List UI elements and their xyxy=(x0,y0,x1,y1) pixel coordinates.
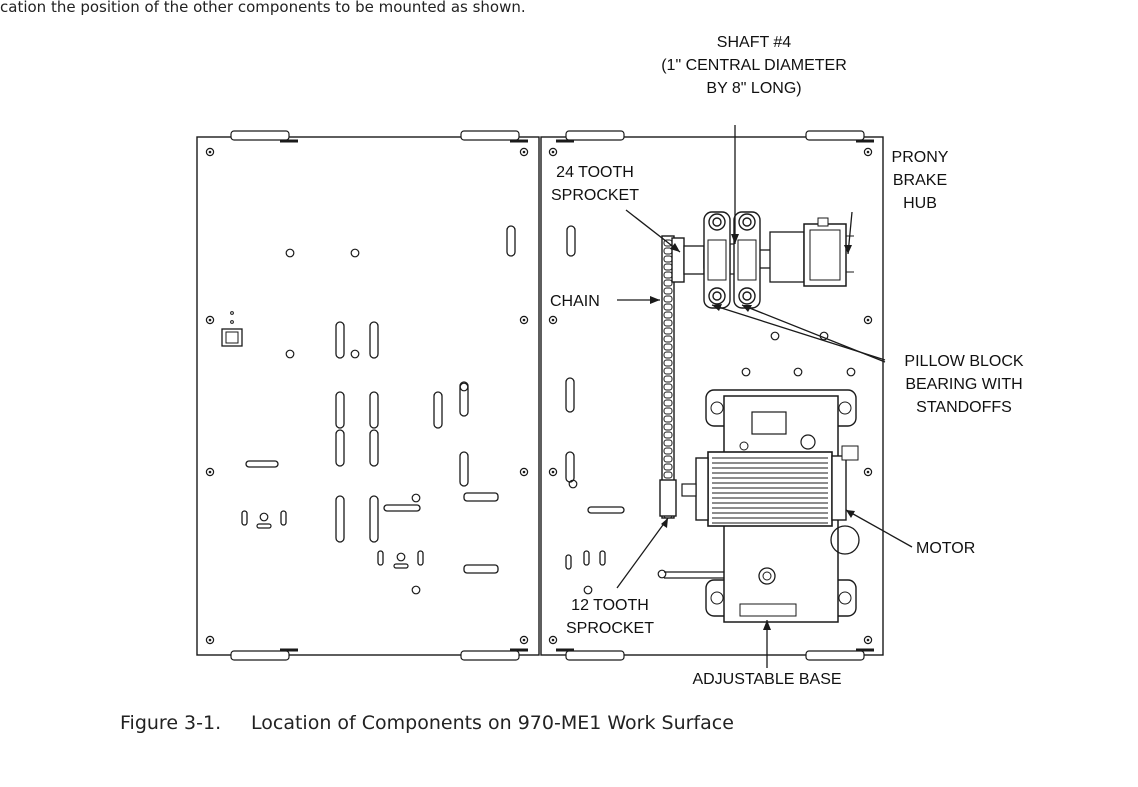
panel-clips xyxy=(230,130,865,661)
sprocket24-label-line2: SPROCKET xyxy=(551,187,639,204)
shaft-label-line1: SHAFT #4 xyxy=(717,34,792,51)
sprocket24-label-line1: 24 TOOTH xyxy=(556,164,634,181)
callout-labels: SHAFT #4 (1" CENTRAL DIAMETER BY 8" LONG… xyxy=(550,34,1024,688)
left-bracket xyxy=(221,311,243,347)
motor xyxy=(681,434,860,555)
surface-slots xyxy=(241,225,625,574)
right-panel xyxy=(540,136,884,656)
sprocket-24-tooth xyxy=(671,237,705,283)
figure-title: Location of Components on 970-ME1 Work S… xyxy=(251,712,734,734)
top-clipped-text: cation the position of the other compone… xyxy=(0,0,526,16)
pillow-label-line1: PILLOW BLOCK xyxy=(904,353,1023,370)
mounting-screws xyxy=(205,147,873,645)
surface-holes xyxy=(256,248,856,595)
figure-number: Figure 3-1. xyxy=(120,712,221,734)
prony-brake-hub xyxy=(769,217,854,287)
arrowheads xyxy=(650,234,855,630)
prony-label-line2: BRAKE xyxy=(893,172,947,189)
sprocket12-label-line2: SPROCKET xyxy=(566,620,654,637)
work-surface xyxy=(196,130,884,661)
sprocket12-label-line1: 12 TOOTH xyxy=(571,597,649,614)
pillow-label-line3: STANDOFFS xyxy=(916,399,1012,416)
sprocket-12-tooth xyxy=(659,479,677,517)
motor-label: MOTOR xyxy=(916,540,975,557)
shaft-label-line3: BY 8" LONG) xyxy=(706,80,801,97)
base-label: ADJUSTABLE BASE xyxy=(692,671,841,688)
prony-label-line1: PRONY xyxy=(892,149,949,166)
pillow-block-bearings xyxy=(703,211,761,309)
clip-marks xyxy=(280,139,874,652)
chain-label: CHAIN xyxy=(550,293,600,310)
prony-label-line3: HUB xyxy=(903,195,937,212)
shaft-label-line2: (1" CENTRAL DIAMETER xyxy=(661,57,847,74)
left-panel xyxy=(196,136,540,656)
pillow-label-line2: BEARING WITH xyxy=(905,376,1022,393)
